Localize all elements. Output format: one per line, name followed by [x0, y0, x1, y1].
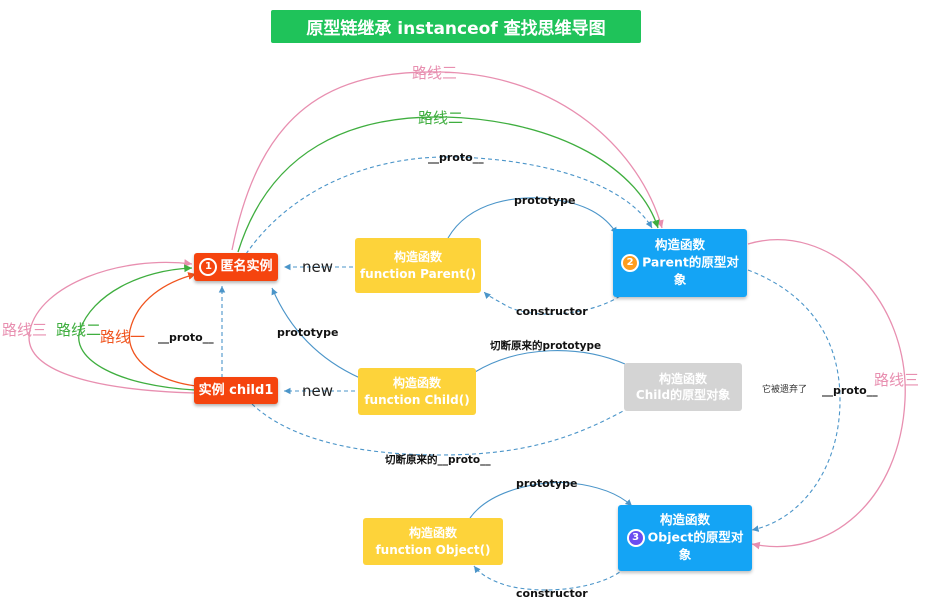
label-route3-right: 路线三 — [874, 371, 919, 389]
prototype-object-curve — [469, 481, 633, 519]
label-proto-left: __proto__ — [158, 331, 214, 344]
label-prototype-parent: prototype — [514, 194, 575, 207]
node-line3: 象 — [673, 272, 687, 287]
constructor-object-curve — [473, 565, 626, 591]
label-prototype-child: prototype — [277, 326, 338, 339]
node-object-constructor[interactable]: 构造函数 function Object() — [363, 518, 503, 565]
route3-top-curve — [231, 71, 664, 251]
node-line3: 象 — [678, 547, 692, 562]
node-label: 匿名实例 — [220, 259, 273, 275]
proto-top-curve — [245, 156, 653, 255]
node-line1: 构造函数 — [408, 526, 457, 541]
node-line2: Object的原型对 — [647, 529, 744, 545]
label-new-child: new — [302, 382, 333, 400]
node-child-instance[interactable]: 实例 child1 — [194, 377, 278, 404]
label-proto-right: __proto__ — [822, 384, 878, 397]
label-prototype-object: prototype — [516, 477, 577, 490]
label-route2-left: 路线二 — [56, 321, 101, 339]
node-line1: 构造函数 — [392, 376, 441, 391]
constructor-parent-curve — [483, 291, 621, 315]
label-proto-top: __proto__ — [428, 151, 484, 164]
label-cut-proto: 切断原来的__proto__ — [385, 453, 491, 466]
node-line1: 构造函数 — [393, 250, 442, 265]
route3-right-curve — [747, 239, 906, 550]
node-line1: 构造函数 — [658, 371, 707, 386]
node-line2: function Object() — [375, 542, 491, 557]
prototype-child-curve — [271, 287, 361, 379]
node-line1: 构造函数 — [654, 237, 705, 253]
route2-left-curve — [78, 264, 196, 391]
label-route2-top: 路线二 — [418, 109, 463, 127]
cut-prototype-curve — [474, 350, 626, 373]
node-line1: 构造函数 — [659, 512, 710, 528]
label-constructor-object: constructor — [516, 587, 588, 600]
node-child-constructor[interactable]: 构造函数 function Child() — [358, 368, 476, 415]
node-line2: Parent的原型对 — [642, 254, 739, 270]
badge-1-icon: 1 — [199, 258, 218, 276]
label-route1-left: 路线一 — [100, 328, 145, 346]
node-child-prototype-abandoned[interactable]: 构造函数 Child的原型对象 — [624, 363, 742, 411]
label-cut-prototype: 切断原来的prototype — [490, 339, 601, 352]
node-line2: Child的原型对象 — [635, 388, 731, 402]
label-route3-top: 路线三 — [412, 64, 457, 82]
badge-3-icon: 3 — [626, 529, 645, 547]
label-route3-left: 路线三 — [2, 321, 47, 339]
node-line2: function Child() — [364, 392, 470, 407]
cut-proto-curve — [251, 403, 626, 456]
proto-right-curve — [747, 269, 841, 532]
prototype-parent-curve — [447, 197, 618, 239]
label-abandoned: 它被遗弃了 — [762, 383, 807, 395]
route1-left-curve — [128, 272, 197, 387]
node-anonymous-instance[interactable]: 1 匿名实例 — [194, 253, 278, 281]
route2-top-curve — [237, 116, 660, 253]
node-parent-constructor[interactable]: 构造函数 function Parent() — [355, 238, 481, 293]
badge-2-icon: 2 — [621, 254, 640, 272]
node-label: 实例 child1 — [198, 382, 274, 398]
node-line2: function Parent() — [359, 266, 477, 281]
page-title: 原型链继承 instanceof 查找思维导图 — [271, 10, 641, 43]
route3-left-curve — [28, 259, 196, 394]
label-constructor-parent: constructor — [516, 305, 588, 318]
label-new-parent: new — [302, 258, 333, 276]
